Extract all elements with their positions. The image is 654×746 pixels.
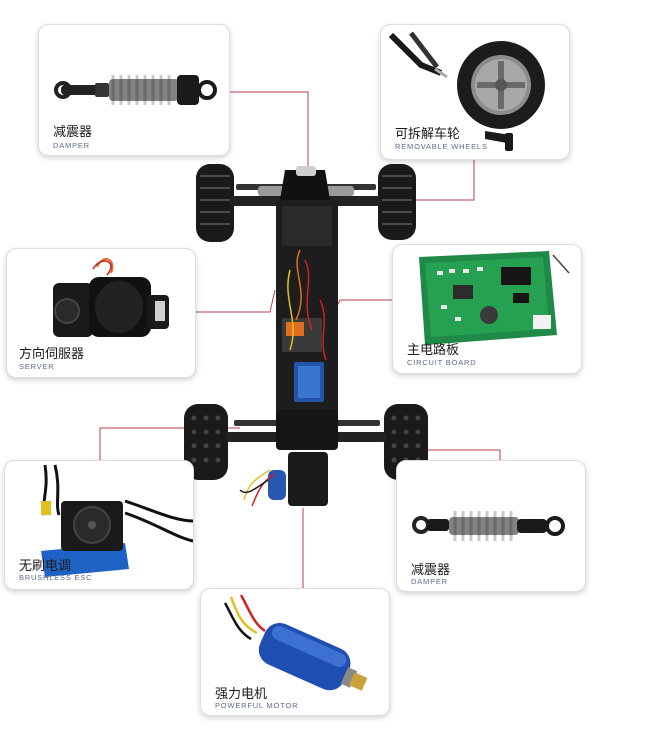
part-card-brushless-esc: 无刷电调 BRUSHLESS ESC	[4, 460, 194, 590]
part-label-zh: 减震器	[53, 125, 93, 140]
part-label-zh: 减震器	[411, 563, 451, 578]
part-card-circuit-board: 主电路板 CIRCUIT BOARD	[392, 244, 582, 374]
wheel-icon	[388, 31, 545, 151]
damper-icon	[54, 75, 217, 105]
part-label-zh: 主电路板	[407, 343, 460, 358]
part-label-en: DAMPER	[411, 577, 448, 586]
servo-icon	[53, 258, 169, 337]
part-label-en: POWERFUL MOTOR	[215, 701, 299, 710]
part-card-powerful-motor: 强力电机 POWERFUL MOTOR	[200, 588, 390, 716]
damper-icon	[412, 511, 565, 541]
part-label-zh: 无刷电调	[19, 559, 72, 574]
part-label-zh: 可拆解车轮	[395, 127, 461, 142]
part-card-steering-servo: 方向伺服器 SERVER	[6, 248, 196, 378]
part-label-en: DAMPER	[53, 141, 90, 150]
part-label-en: BRUSHLESS ESC	[19, 573, 93, 582]
motor-icon	[223, 594, 368, 691]
part-card-removable-wheels: 可拆解车轮 REMOVABLE WHEELS	[380, 24, 570, 160]
part-label-en: CIRCUIT BOARD	[407, 358, 477, 367]
part-label-en: SERVER	[19, 362, 55, 371]
esc-icon	[41, 464, 193, 577]
part-label-zh: 方向伺服器	[19, 347, 85, 362]
part-card-damper-bottom: 减震器 DAMPER	[396, 460, 586, 592]
circuit-board-icon	[419, 251, 570, 345]
part-label-en: REMOVABLE WHEELS	[395, 142, 488, 151]
part-label-zh: 强力电机	[215, 687, 268, 702]
part-card-damper-top: 减震器 DAMPER	[38, 24, 230, 156]
